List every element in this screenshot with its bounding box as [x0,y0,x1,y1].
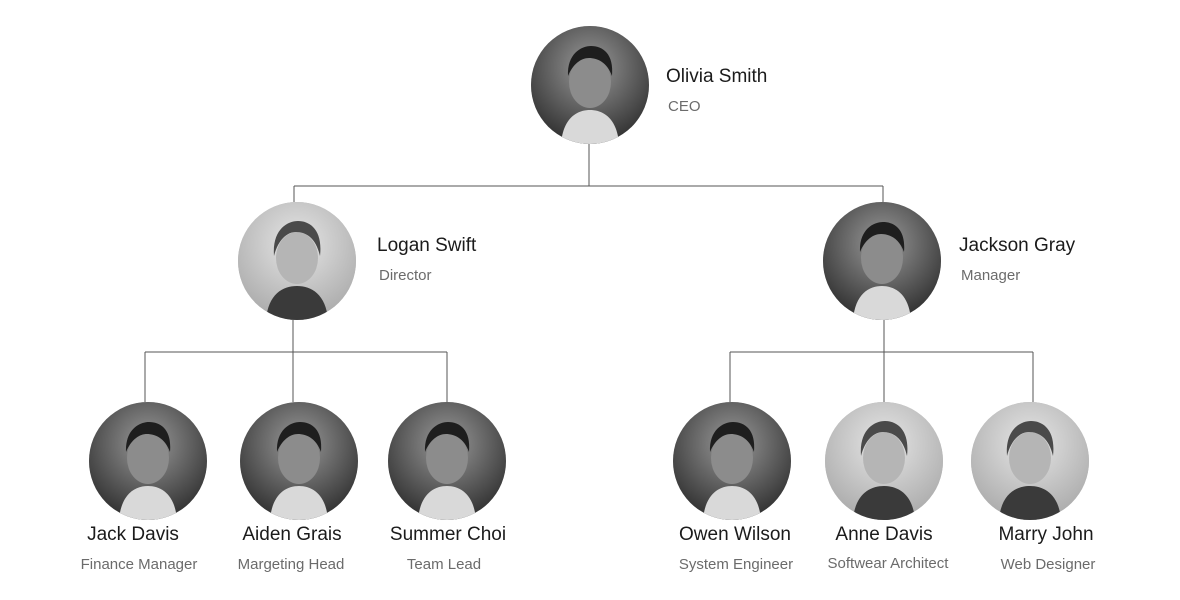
avatar-aiden-grais [240,402,358,520]
ceo-name: Olivia Smith [666,66,768,87]
member-role: Web Designer [1000,556,1096,573]
ceo-role: CEO [668,98,701,115]
member-role: Softwear Architect [827,555,949,572]
member-role: Finance Manager [80,556,198,573]
avatar-ceo [531,26,649,144]
avatar-manager [823,202,941,320]
member-name: Jack Davis [87,524,179,545]
avatar-jack-davis [89,402,207,520]
person-photo-icon [388,402,506,520]
avatar-anne-davis [825,402,943,520]
member-name: Marry John [998,524,1094,545]
avatar-marry-john [971,402,1089,520]
manager-role: Manager [961,267,1021,284]
avatar-owen-wilson [673,402,791,520]
member-role: Team Lead [406,556,482,573]
person-photo-icon [673,402,791,520]
person-photo-icon [89,402,207,520]
person-photo-icon [825,402,943,520]
member-role: Margeting Head [237,556,345,573]
person-photo-icon [823,202,941,320]
director-name: Logan Swift [377,235,477,256]
person-photo-icon [531,26,649,144]
member-name: Aiden Grais [242,524,342,545]
person-photo-icon [240,402,358,520]
member-name: Owen Wilson [679,524,791,545]
manager-name: Jackson Gray [959,235,1076,256]
person-photo-icon [971,402,1089,520]
member-name: Summer Choi [389,524,507,545]
person-photo-icon [238,202,356,320]
avatar-director [238,202,356,320]
avatar-summer-choi [388,402,506,520]
member-name: Anne Davis [835,524,933,545]
member-role: System Engineer [678,556,794,573]
director-role: Director [379,267,432,284]
